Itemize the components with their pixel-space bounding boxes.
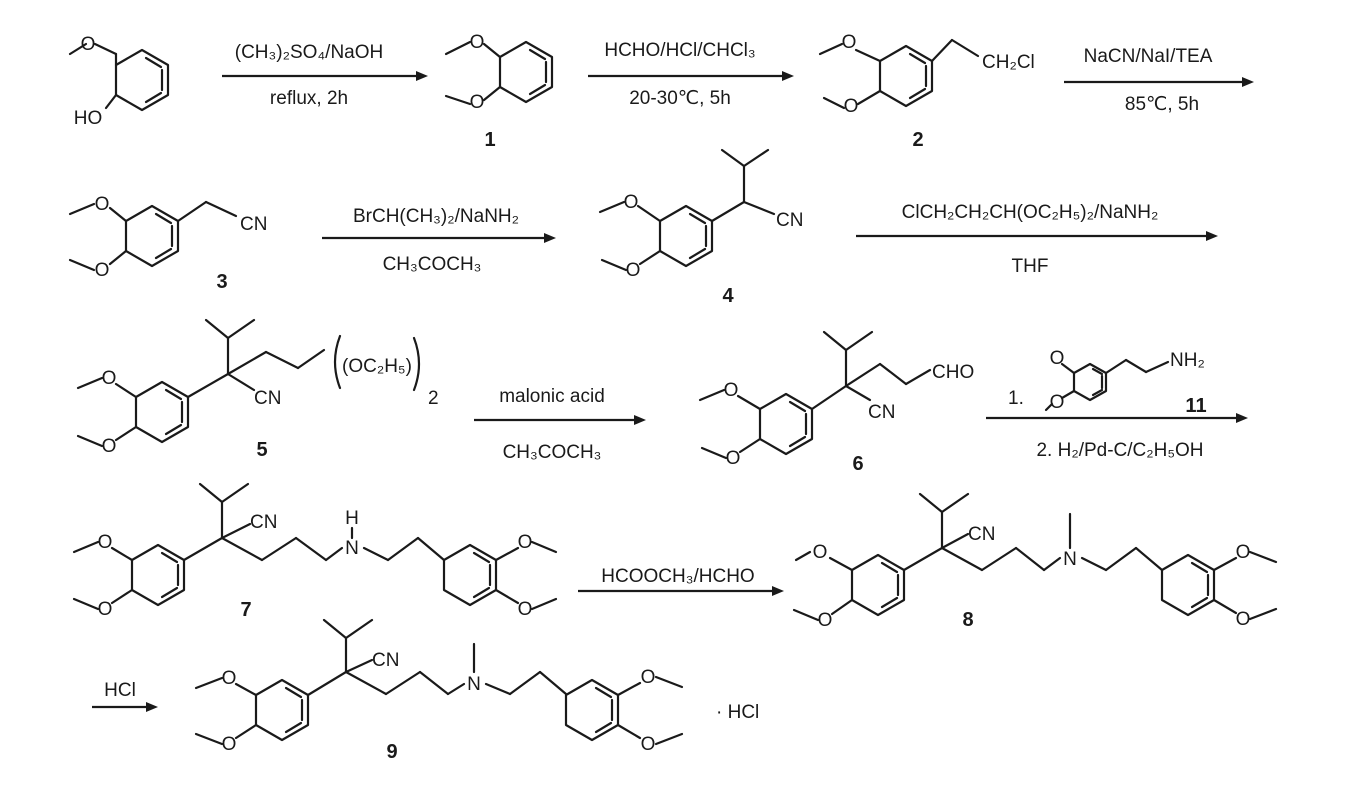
compound-1-structure: O O 1 <box>444 32 554 151</box>
oxygen-atom-label: O <box>518 532 533 553</box>
step3-conditions: 85℃, 5h <box>1125 94 1199 115</box>
compound-number-6: 6 <box>852 453 863 475</box>
oxygen-atom-label: O <box>102 436 117 457</box>
reaction-arrow-4: BrCH(CH₃)₂/NaNH₂ CH₃COCH₃ <box>322 206 556 275</box>
oxygen-atom-label: O <box>641 667 656 688</box>
amine-nitrogen-label: N <box>345 538 359 559</box>
reaction-arrow-6: malonic acid CH₃COCH₃ <box>474 386 646 463</box>
oxygen-atom-label: O <box>102 368 117 389</box>
compound-6-structure: O O CN CHO 6 <box>698 330 974 475</box>
nitrile-label: CN <box>254 388 281 409</box>
compound-number-7: 7 <box>240 599 251 621</box>
step7-number: 1. <box>1008 388 1024 409</box>
hydroxyl-label: HO <box>74 108 103 129</box>
oxygen-atom-label: O <box>518 599 533 620</box>
step4-reagents: BrCH(CH₃)₂/NaNH₂ <box>353 206 519 227</box>
reaction-arrow-5: ClCH₂CH₂CH(OC₂H₅)₂/NaNH₂ THF <box>856 202 1218 277</box>
tertiary-amine-nitrogen-label: N <box>1063 549 1077 570</box>
acetal-subscript: 2 <box>428 388 439 409</box>
oxygen-atom-label: O <box>818 610 833 631</box>
oxygen-atom-label: O <box>726 448 741 469</box>
compound-3-structure: O O CN 3 <box>68 194 267 293</box>
oxygen-atom-label: O <box>470 92 485 113</box>
step6-reagents: malonic acid <box>499 386 605 407</box>
compound-number-11: 11 <box>1185 395 1206 417</box>
oxygen-atom-label: O <box>626 260 641 281</box>
nitrile-label: CN <box>250 512 277 533</box>
compound-9-structure: O O CN N O O · HCl 9 <box>194 618 759 763</box>
compound-11-structure: O O NH₂ 11 <box>1044 348 1207 417</box>
compound-2-structure: O O CH₂Cl 2 <box>818 32 1035 151</box>
compound-number-5: 5 <box>256 439 267 461</box>
compound-8-structure: O O CN N O O 8 <box>792 492 1278 631</box>
nitrile-label: CN <box>868 402 895 423</box>
step8-reagents: HCOOCH₃/HCHO <box>601 566 754 587</box>
step3-reagents: NaCN/NaI/TEA <box>1084 46 1213 67</box>
oxygen-atom-label: O <box>98 532 113 553</box>
chloromethyl-label: CH₂Cl <box>982 52 1035 73</box>
tertiary-amine-nitrogen-label: N <box>467 674 481 695</box>
oxygen-atom-label: O <box>470 32 485 53</box>
step1-conditions: reflux, 2h <box>270 88 348 109</box>
oxygen-atom-label: O <box>95 194 110 215</box>
step2-reagents: HCHO/HCl/CHCl₃ <box>604 40 755 61</box>
oxygen-atom-label: O <box>95 260 110 281</box>
oxygen-atom-label: O <box>222 668 237 689</box>
step7-conditions: 2. H₂/Pd-C/C₂H₅OH <box>1036 440 1203 461</box>
oxygen-atom-label: O <box>624 192 639 213</box>
compound-5-structure: O O CN (OC₂H₅) 2 5 <box>76 318 439 461</box>
oxygen-atom-label: O <box>724 380 739 401</box>
reaction-arrow-7: 1. O O NH₂ 11 2. H₂/Pd-C/C₂H₅OH <box>986 348 1248 461</box>
oxygen-atom-label: O <box>222 734 237 755</box>
oxygen-atom-label: O <box>1236 609 1251 630</box>
oxygen-atom-label: O <box>98 599 113 620</box>
compound-7-structure: O O CN H N O O 7 <box>72 482 558 621</box>
reaction-arrow-2: HCHO/HCl/CHCl₃ 20-30℃, 5h <box>588 40 794 109</box>
oxygen-atom-label: O <box>844 96 859 117</box>
step4-conditions: CH₃COCH₃ <box>383 254 482 275</box>
nitrile-label: CN <box>968 524 995 545</box>
nitrile-label: CN <box>776 210 803 231</box>
compound-number-3: 3 <box>216 271 227 293</box>
compound-number-4: 4 <box>722 285 734 307</box>
reaction-arrow-9: HCl <box>92 680 158 712</box>
reaction-arrow-8: HCOOCH₃/HCHO <box>578 566 784 596</box>
nitrile-label: CN <box>372 650 399 671</box>
step6-conditions: CH₃COCH₃ <box>503 442 602 463</box>
oxygen-atom-label: O <box>1050 392 1065 413</box>
nh-hydrogen-label: H <box>345 508 359 529</box>
aldehyde-label: CHO <box>932 362 974 383</box>
oxygen-atom-label: O <box>813 542 828 563</box>
step1-reagents: (CH₃)₂SO₄/NaOH <box>235 42 383 63</box>
oxygen-atom-label: O <box>641 734 656 755</box>
reaction-arrow-3: NaCN/NaI/TEA 85℃, 5h <box>1064 46 1254 115</box>
compound-number-2: 2 <box>912 129 923 151</box>
step9-reagents: HCl <box>104 680 136 701</box>
oxygen-atom-label: O <box>81 34 96 55</box>
reaction-arrow-1: (CH₃)₂SO₄/NaOH reflux, 2h <box>222 42 428 109</box>
step5-reagents: ClCH₂CH₂CH(OC₂H₅)₂/NaNH₂ <box>902 202 1159 223</box>
hydrochloride-salt-label: · HCl <box>716 702 759 723</box>
compound-number-1: 1 <box>484 129 495 151</box>
oxygen-atom-label: O <box>1050 348 1065 369</box>
nitrile-label: CN <box>240 214 267 235</box>
compound-number-8: 8 <box>962 609 973 631</box>
step5-conditions: THF <box>1012 256 1049 277</box>
step2-conditions: 20-30℃, 5h <box>629 88 731 109</box>
compound-number-9: 9 <box>386 741 397 763</box>
oxygen-atom-label: O <box>1236 542 1251 563</box>
oxygen-atom-label: O <box>842 32 857 53</box>
compound-4-structure: O O CN 4 <box>598 148 803 307</box>
guaiacol-structure: O HO <box>68 34 170 129</box>
amine-label: NH₂ <box>1170 350 1205 371</box>
diethoxy-acetal-label: (OC₂H₅) <box>342 356 412 377</box>
